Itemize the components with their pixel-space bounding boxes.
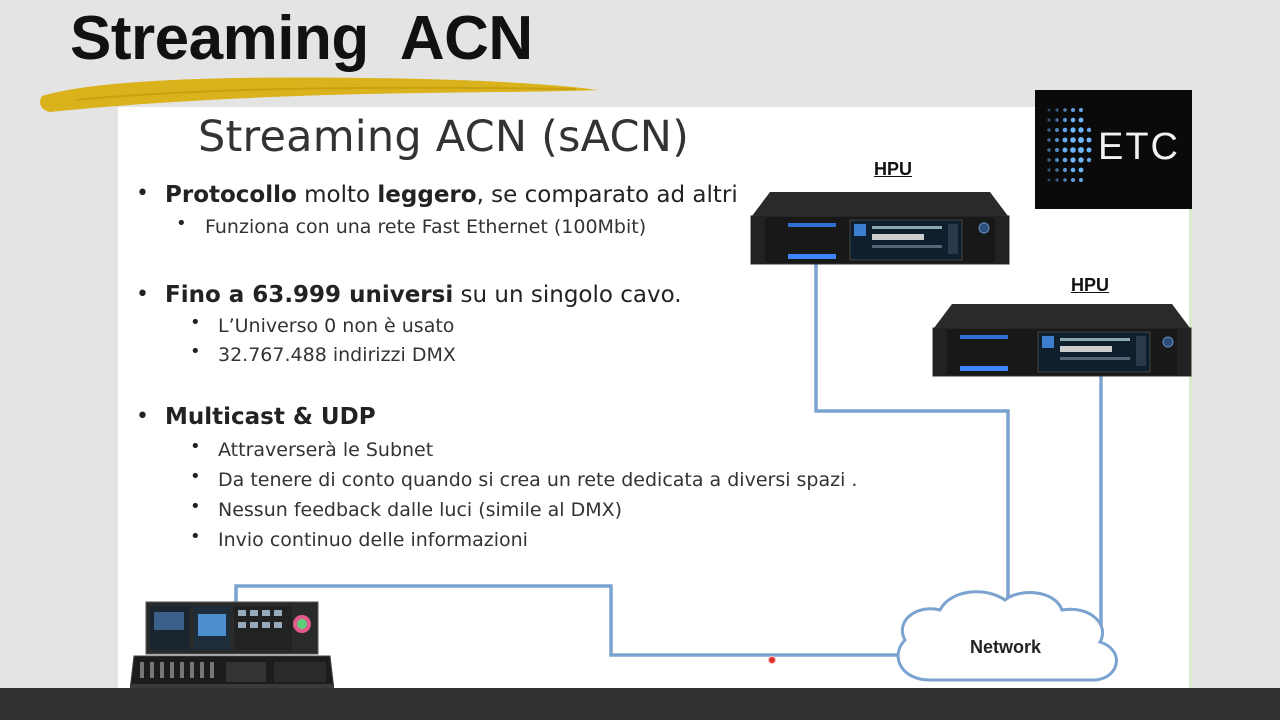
cursor-pointer-dot (768, 656, 776, 664)
bullet-1-part-2: molto (296, 182, 378, 208)
slide-edge (1189, 107, 1192, 688)
etc-logo: ETC (1035, 90, 1192, 209)
wire-hpu1 (814, 262, 1010, 600)
bullet-2-sub-2: 32.767.488 indirizzi DMX (218, 344, 456, 366)
etc-logo-dot-grid (1047, 108, 1092, 182)
bullet-2-part-2: su un singolo cavo. (453, 282, 682, 308)
bullet-1-sub-1: Funziona con una rete Fast Ethernet (100… (205, 216, 647, 238)
slide-panel: Streaming ACN (sACN) • Protocollo molto … (118, 107, 1192, 688)
slide-title: Streaming ACN (sACN) (198, 112, 690, 162)
network-cloud (896, 590, 1118, 682)
network-label: Network (970, 637, 1042, 657)
bullet-2: Fino a 63.999 universi su un singolo cav… (165, 280, 682, 310)
bullet-3: Multicast & UDP (165, 402, 376, 432)
bullet-1: Protocollo molto leggero, se comparato a… (165, 180, 738, 210)
sub-bullet-dot: • (190, 312, 201, 333)
sub-bullet-dot: • (190, 341, 201, 362)
bullet-2-sub-1: L’Universo 0 non è usato (218, 315, 455, 337)
lighting-console (130, 601, 334, 691)
bullet-dot: • (136, 282, 149, 307)
bullet-2-part-1: Fino a 63.999 universi (165, 282, 454, 308)
page-title: Streaming ACN (70, 4, 533, 73)
hpu-1-label: HPU (874, 159, 913, 179)
bullet-dot: • (136, 404, 149, 429)
wire-console (234, 584, 900, 657)
bullet-dot: • (136, 181, 149, 206)
sub-bullet-dot: • (190, 496, 201, 517)
bullet-1-part-3: leggero (377, 182, 477, 208)
bottom-bar (0, 688, 1280, 720)
sub-bullet-dot: • (190, 526, 201, 547)
bullet-1-part-1: Protocollo (165, 182, 297, 208)
bullet-3-part-1: Multicast & UDP (165, 404, 376, 430)
bullet-1-part-4: , se comparato ad altri (476, 182, 738, 208)
sub-bullet-dot: • (176, 213, 187, 234)
sub-bullet-dot: • (190, 466, 201, 487)
bullet-3-sub-3: Nessun feedback dalle luci (simile al DM… (218, 499, 623, 521)
title-brush-underline (40, 77, 599, 112)
hpu-2-label: HPU (1071, 275, 1110, 295)
sub-bullet-dot: • (190, 436, 201, 457)
hpu-1-device (750, 192, 1010, 265)
bullet-3-sub-2: Da tenere di conto quando si crea un ret… (218, 469, 858, 491)
bullet-3-sub-1: Attraverserà le Subnet (218, 439, 434, 461)
bullet-3-sub-4: Invio continuo delle informazioni (218, 529, 528, 551)
hpu-2-device (932, 304, 1192, 377)
etc-logo-text: ETC (1098, 126, 1180, 168)
